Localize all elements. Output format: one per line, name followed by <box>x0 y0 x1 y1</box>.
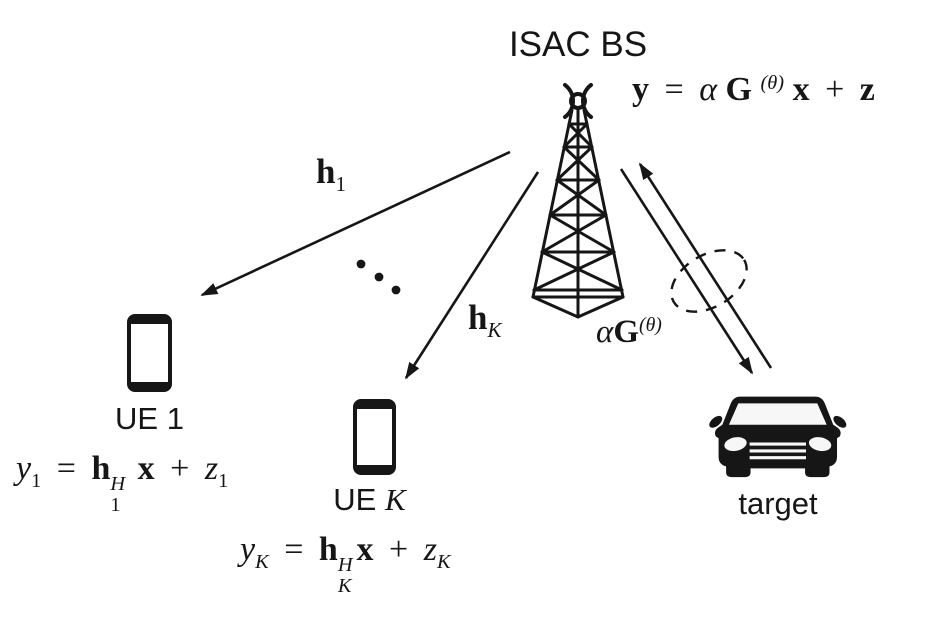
eq-equals-ue1: = <box>56 450 76 487</box>
eq-term-yK: y <box>240 531 256 568</box>
eq-sub-z1: 1 <box>218 469 229 492</box>
eq-term-zK: z <box>423 531 437 568</box>
eq-sub-K: K <box>337 575 352 598</box>
h1-symbol: h <box>316 152 336 191</box>
hK-symbol: h <box>468 298 488 337</box>
echo-channel-label: αG(θ) <box>596 314 662 352</box>
eq-term-y: y <box>632 71 649 108</box>
dashed-ellipse-icon <box>670 249 748 313</box>
eq-sup-H: H <box>110 473 126 496</box>
ellipsis-dots-icon <box>356 259 401 295</box>
eq-sup-theta: (θ) <box>760 71 785 94</box>
eq-equals: = <box>664 71 684 108</box>
eq-plus-ue1: + <box>170 450 190 487</box>
ue1-label: UE 1 <box>102 401 197 437</box>
bs-title: ISAC BS <box>503 25 653 65</box>
target-label: target <box>722 486 834 522</box>
eq-sub-yK: K <box>255 550 269 573</box>
eq-term-x: x <box>792 71 810 108</box>
h1-channel-label: h1 <box>316 152 346 196</box>
eq-term-z1: z <box>204 450 219 487</box>
ueK-label-prefix: UE <box>333 482 377 517</box>
h1-channel-arrow <box>200 150 511 297</box>
hK-channel-label: hK <box>468 298 501 342</box>
ue1-label-prefix: UE <box>115 401 159 436</box>
bs-title-text: ISAC BS <box>508 25 648 64</box>
radio-tower-icon <box>531 83 625 319</box>
h1-subscript: 1 <box>335 171 346 196</box>
eq-term-z: z <box>859 71 875 108</box>
hK-subscript: K <box>487 317 502 342</box>
smartphone-icon-ue1 <box>127 314 172 392</box>
eq-term-hK: h <box>318 531 338 568</box>
eq-term-G: G <box>725 71 752 108</box>
eq-equals-ueK: = <box>284 531 304 568</box>
echo-downlink-arrow <box>619 168 754 375</box>
hK-channel-arrow <box>404 171 540 380</box>
eq-term-y1: y <box>16 450 32 487</box>
smartphone-icon-ueK <box>353 399 396 475</box>
eq-term-alpha: α <box>699 71 718 108</box>
ueK-label-index: K <box>385 482 406 517</box>
car-icon <box>709 396 847 478</box>
echo-sup-theta: (θ) <box>639 314 662 337</box>
eq-sub-1: 1 <box>110 494 121 517</box>
eq-plus-ueK: + <box>389 531 409 568</box>
eq-sub-zK: K <box>436 550 451 573</box>
echo-alpha: α <box>596 314 614 350</box>
bs-receive-equation: y = α G (θ) x + z <box>632 70 875 109</box>
echo-G: G <box>613 314 639 350</box>
eq-sub-y1: 1 <box>31 469 42 492</box>
eq-term-x-ue1: x <box>137 450 155 487</box>
eq-term-h1: h <box>91 450 111 487</box>
eq-term-x-ueK: x <box>356 531 374 568</box>
eq-sup-H-K: H <box>337 554 353 577</box>
ueK-label: UE K <box>322 482 417 518</box>
eq-plus: + <box>825 71 845 108</box>
echo-uplink-arrow <box>638 162 773 369</box>
ue1-label-index: 1 <box>166 401 184 436</box>
target-label-text: target <box>738 486 818 521</box>
